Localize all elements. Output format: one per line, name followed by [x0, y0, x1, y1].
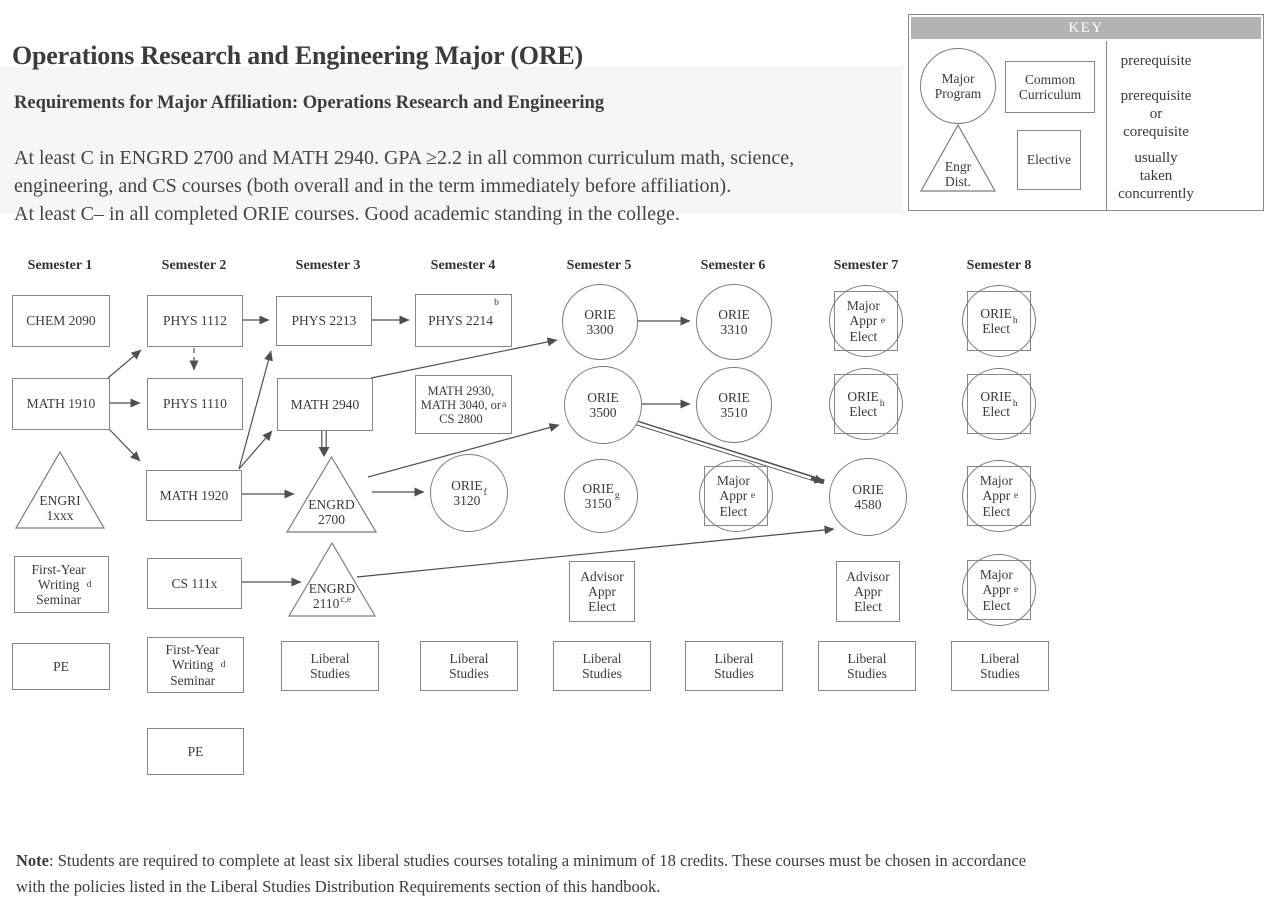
course-chem-2090: CHEM 2090 — [12, 295, 110, 347]
key-elective-square-icon: Elective — [1017, 130, 1081, 190]
key-title: KEY — [911, 17, 1261, 39]
triangle-icon — [287, 541, 377, 617]
edge-engrd2700-orie3500 — [367, 423, 560, 478]
requirements-heading: Requirements for Major Affiliation: Oper… — [14, 93, 605, 114]
course-math-2940: MATH 2940 — [277, 378, 373, 431]
course-math-1910: MATH 1910 — [12, 378, 110, 430]
key-divider — [1106, 41, 1107, 210]
key-common-curriculum-rect-icon: Common Curriculum — [1005, 61, 1095, 113]
course-major-appr-elect-6: Major Appr Electe — [698, 458, 774, 534]
key-prerequisite-label: prerequisite — [1120, 53, 1192, 69]
course-phys-1110: PHYS 1110 — [147, 378, 243, 430]
course-orie-3510: ORIE 3510 — [696, 367, 772, 443]
course-liberal-studies-5: Liberal Studies — [553, 641, 651, 691]
note-text: : Students are required to complete at l… — [16, 850, 1027, 896]
edge-orie3500-orie4580-coreq — [627, 417, 825, 485]
requirements-text: At least C in ENGRD 2700 and MATH 2940. … — [14, 147, 795, 225]
elective-circle — [962, 460, 1036, 532]
edge-math1910-math1920 — [107, 427, 141, 462]
course-math-1920: MATH 1920 — [146, 470, 242, 521]
semester-4-header: Semester 4 — [430, 258, 496, 273]
course-orie-3310: ORIE 3310 — [696, 284, 772, 360]
course-major-appr-elect-8a: Major Appr Electe — [961, 458, 1037, 534]
course-engrd-2110: ENGRD 2110c,e — [287, 541, 377, 618]
triangle-icon — [285, 455, 378, 533]
course-orie-elect-8a: ORIE Electh — [961, 283, 1037, 359]
edge-math1910-phys1112 — [107, 349, 142, 379]
course-engrd-2700: ENGRD 2700 — [285, 455, 378, 534]
course-advisor-appr-elect-7: Advisor Appr Elect — [836, 561, 900, 622]
course-phys-2213: PHYS 2213 — [276, 296, 372, 346]
course-major-appr-elect-8b: Major Appr Electe — [961, 552, 1037, 628]
edge-math2940-engrd2700-coreq — [318, 430, 330, 457]
requirements-band — [0, 66, 903, 214]
elective-circle — [829, 285, 903, 357]
footnote: Note: Students are required to complete … — [16, 848, 1266, 900]
semester-2-header: Semester 2 — [161, 258, 227, 273]
elective-circle — [699, 460, 773, 532]
course-pe-2: PE — [147, 728, 244, 775]
course-liberal-studies-8: Liberal Studies — [951, 641, 1049, 691]
course-liberal-studies-7: Liberal Studies — [818, 641, 916, 691]
elective-circle — [962, 285, 1036, 357]
course-phys-1112: PHYS 1112 — [147, 295, 243, 347]
edge-math1920-phys2213 — [238, 350, 273, 470]
course-orie-4580: ORIE 4580 — [829, 458, 907, 536]
note-label: Note — [16, 850, 49, 870]
course-advisor-appr-elect-5: Advisor Appr Elect — [569, 561, 635, 622]
course-liberal-studies-6: Liberal Studies — [685, 641, 783, 691]
elective-circle — [829, 368, 903, 440]
semester-8-header: Semester 8 — [966, 258, 1032, 273]
key-concurrent-label: usually taken concurrently — [1118, 150, 1194, 202]
semester-7-header: Semester 7 — [833, 258, 899, 273]
key-legend: KEY Major Program Common Curriculum Engr… — [908, 14, 1264, 211]
elective-circle — [962, 368, 1036, 440]
elective-circle — [962, 554, 1036, 626]
edge-math2940-orie3300 — [370, 337, 558, 379]
course-orie-elect-7: ORIE Electh — [828, 366, 904, 442]
semester-5-header: Semester 5 — [566, 258, 632, 273]
edge-engrd2110-orie4580 — [356, 525, 835, 578]
course-cs-111x: CS 111x — [147, 558, 242, 609]
course-engri-1xxx: ENGRI 1xxx — [14, 450, 106, 530]
key-major-program-circle-icon: Major Program — [920, 48, 996, 124]
course-liberal-studies-3: Liberal Studies — [281, 641, 379, 691]
triangle-icon — [14, 450, 106, 529]
semester-6-header: Semester 6 — [700, 258, 766, 273]
key-coreq-label: prerequisite or corequisite — [1120, 88, 1192, 140]
edge-math1920-math2940 — [238, 430, 273, 470]
semester-1-header: Semester 1 — [27, 258, 93, 273]
course-orie-elect-8b: ORIE Electh — [961, 366, 1037, 442]
key-engr-dist-triangle-icon: Engr Dist. — [919, 123, 997, 193]
page-title: Operations Research and Engineering Majo… — [12, 41, 584, 71]
semester-3-header: Semester 3 — [295, 258, 361, 273]
course-pe-1: PE — [12, 643, 110, 690]
course-orie-3300: ORIE 3300 — [562, 284, 638, 360]
course-major-appr-elect-7: Major Appr Electe — [828, 283, 904, 359]
course-orie-3500: ORIE 3500 — [564, 366, 642, 444]
course-liberal-studies-4: Liberal Studies — [420, 641, 518, 691]
